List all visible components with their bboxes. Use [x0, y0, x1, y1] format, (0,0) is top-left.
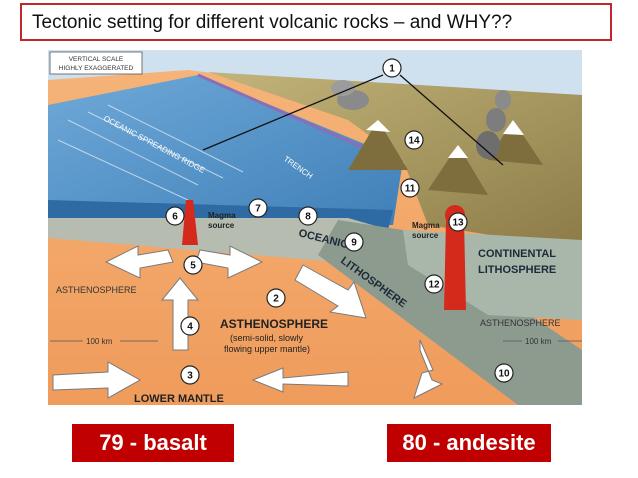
marker-13: 13 [448, 212, 468, 232]
label-asthenosphere-desc-2: flowing upper mantle) [224, 344, 310, 354]
marker-7: 7 [248, 198, 268, 218]
marker-number: 9 [351, 238, 357, 249]
depth-line-right: 100 km [503, 337, 582, 346]
depth-line-left: 100 km [50, 337, 158, 346]
marker-2: 2 [266, 288, 286, 308]
andesite-label: 80 - andesite [402, 430, 536, 455]
label-lower-mantle: LOWER MANTLE [134, 393, 224, 405]
marker-6: 6 [165, 206, 185, 226]
marker-14: 14 [404, 130, 424, 150]
marker-8: 8 [298, 206, 318, 226]
label-depth-left: 100 km [86, 337, 113, 346]
plate-tectonics-diagram: VERTICAL SCALE HIGHLY EXAGGERATED OCEANI… [48, 50, 582, 405]
marker-9: 9 [344, 232, 364, 252]
marker-number: 11 [405, 184, 416, 195]
label-continental-1: CONTINENTAL [478, 248, 556, 260]
marker-number: 7 [255, 204, 261, 215]
label-asthenosphere-right: ASTHENOSPHERE [480, 318, 561, 328]
scale-note-line1: VERTICAL SCALE [69, 56, 124, 63]
marker-12: 12 [424, 274, 444, 294]
title-box: Tectonic setting for different volcanic … [20, 3, 612, 41]
marker-1: 1 [382, 58, 402, 78]
marker-number: 3 [187, 371, 193, 382]
marker-4: 4 [180, 316, 200, 336]
mountains [348, 120, 543, 195]
marker-5: 5 [183, 255, 203, 275]
marker-3: 3 [180, 365, 200, 385]
callout-lines [202, 74, 504, 166]
marker-number: 14 [408, 136, 420, 147]
oceanic-lithosphere-flat [48, 218, 383, 262]
label-asthenosphere-left: ASTHENOSPHERE [56, 285, 137, 295]
marker-number: 2 [273, 294, 279, 305]
mantle-flow-arrows [52, 245, 444, 399]
label-magma-source-left-1: Magma [208, 211, 236, 220]
marker-number: 13 [452, 218, 464, 229]
marker-10: 10 [494, 363, 514, 383]
page-title: Tectonic setting for different volcanic … [32, 12, 513, 33]
label-asthenosphere-center: ASTHENOSPHERE [220, 317, 328, 331]
spreading-ridge-lines [57, 104, 244, 201]
marker-11: 11 [400, 178, 420, 198]
label-magma-source-right-2: source [412, 231, 439, 240]
volcanic-plumes [331, 80, 511, 159]
label-depth-right: 100 km [525, 337, 552, 346]
andesite-badge: 80 - andesite [387, 424, 551, 462]
basalt-label: 79 - basalt [99, 430, 207, 455]
marker-number: 1 [389, 64, 395, 75]
marker-number: 4 [187, 322, 193, 333]
marker-number: 6 [172, 212, 178, 223]
basalt-badge: 79 - basalt [72, 424, 234, 462]
label-asthenosphere-desc-1: (semi-solid, slowly [230, 333, 304, 343]
marker-number: 5 [190, 261, 196, 272]
scale-note: VERTICAL SCALE HIGHLY EXAGGERATED [49, 51, 143, 75]
ocean-surface [48, 75, 403, 225]
marker-number: 12 [428, 280, 440, 291]
marker-number: 10 [498, 369, 510, 380]
label-magma-source-right-1: Magma [412, 221, 440, 230]
scale-note-line2: HIGHLY EXAGGERATED [59, 65, 134, 72]
marker-number: 8 [305, 212, 311, 223]
subducting-slab [318, 220, 582, 405]
label-magma-source-left-2: source [208, 221, 235, 230]
label-continental-2: LITHOSPHERE [478, 264, 556, 276]
